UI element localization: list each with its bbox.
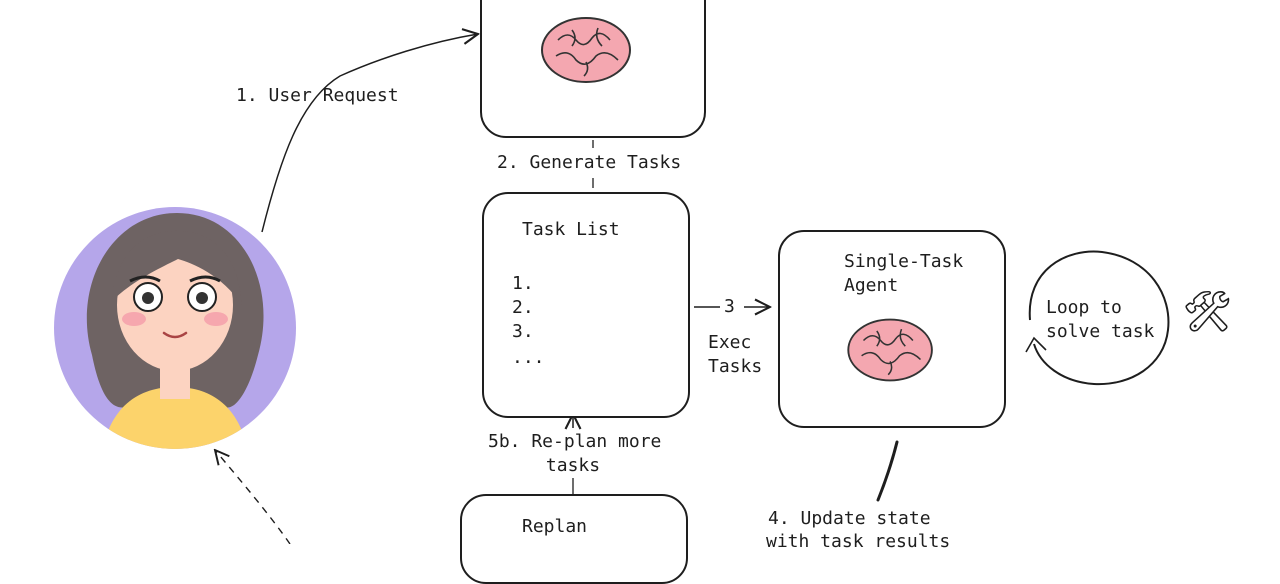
loop-label-2: solve task [1046,321,1155,342]
update-state-label-1: 4. Update state [768,508,931,529]
replan-box [460,494,688,584]
update-state-label-2: with task results [766,531,951,552]
user-request-label: 1. User Request [236,85,399,106]
loop-arrowhead [1025,336,1047,353]
generate-tasks-label: 2. Generate Tasks [497,152,682,173]
task-list-title: Task List [522,219,620,240]
hammer-and-wrench-icon: 🛠 [1182,289,1233,335]
agent-brain-icon [847,318,933,382]
replan-title: Replan [522,516,588,537]
exec-number-label: 3 [724,296,735,317]
agent-title-1: Single-Task [844,251,964,272]
user-avatar [54,207,296,449]
task-item-1: 1. [512,273,534,294]
task-item-3: 3. [512,321,534,342]
exec-tasks-label-1: Exec [708,332,752,353]
exec-tasks-label-2: Tasks [708,356,763,377]
dashed-return-arrow [215,450,291,544]
replan-more-label-1: 5b. Re-plan more [488,431,662,452]
loop-label-1: Loop to [1046,297,1122,318]
brain-icon [541,17,631,83]
update-state-connector [876,440,899,502]
task-list-box [482,192,690,418]
agent-title-2: Agent [844,275,899,296]
loop-circle [1028,250,1170,386]
user-request-arrow [261,34,478,233]
task-item-more: ... [512,347,545,368]
replan-more-label-2: tasks [545,455,601,476]
task-item-2: 2. [512,297,534,318]
diagram-canvas: 2. Generate Tasks 1. User Request Task L… [54,0,1233,584]
